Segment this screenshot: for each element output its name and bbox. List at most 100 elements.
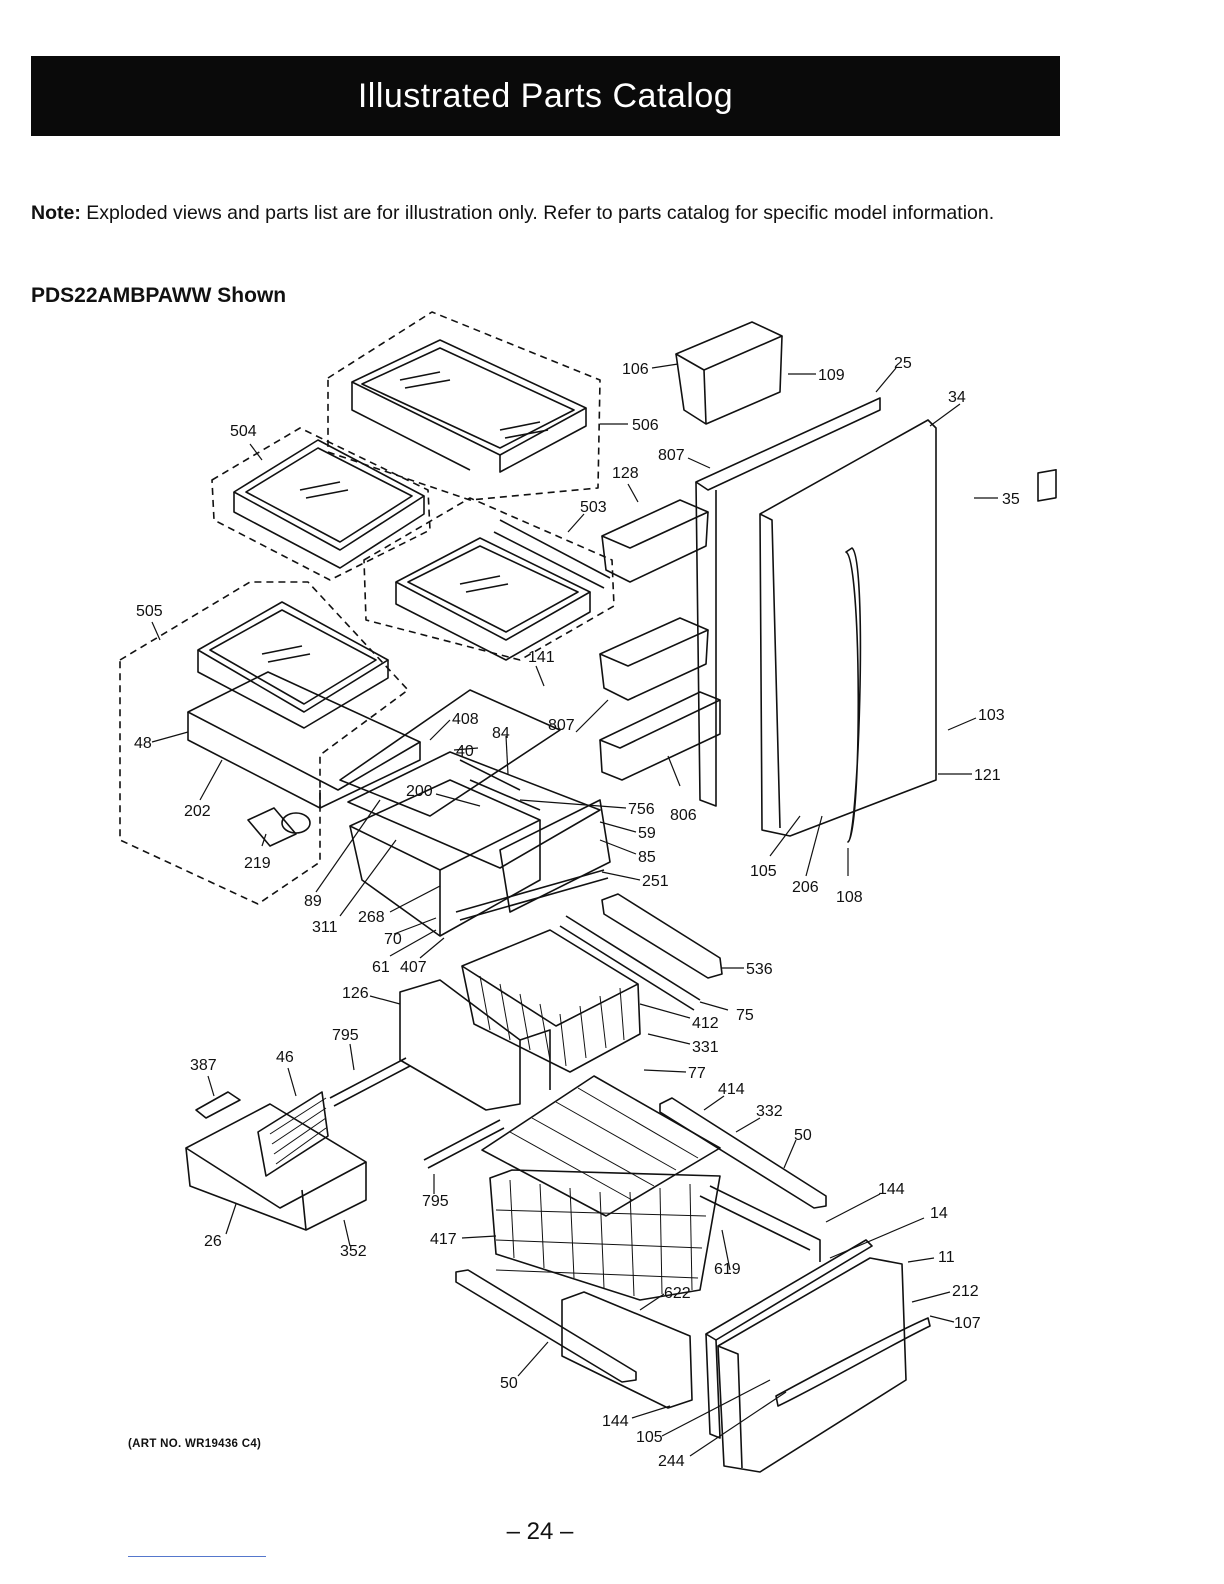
dairy-bin-106 [675, 321, 783, 425]
shelf-505 [197, 601, 389, 729]
callout-105-upper: 105 [750, 863, 777, 880]
callout-412: 412 [692, 1015, 719, 1032]
page-title-banner: Illustrated Parts Catalog [31, 56, 1060, 136]
callout-795-lower: 795 [422, 1193, 449, 1210]
note-label: Note: [31, 202, 81, 224]
basket-417 [489, 1169, 721, 1301]
callout-622: 622 [664, 1285, 691, 1302]
callout-206: 206 [792, 879, 819, 896]
callout-105-lower: 105 [636, 1429, 663, 1446]
callout-85: 85 [638, 849, 656, 866]
callout-219: 219 [244, 855, 271, 872]
callout-795-upper: 795 [332, 1027, 359, 1044]
ice-tray-46 [257, 1091, 329, 1177]
scoop-387 [195, 1091, 241, 1119]
callout-144-upper: 144 [878, 1181, 905, 1198]
callout-408: 408 [452, 711, 479, 728]
footer-rule [128, 1556, 266, 1557]
callout-50-upper: 50 [794, 1127, 812, 1144]
crisper-pans [347, 751, 611, 937]
callout-505: 505 [136, 603, 163, 620]
callout-417: 417 [430, 1231, 457, 1248]
callout-46: 46 [276, 1049, 294, 1066]
callout-756: 756 [628, 801, 655, 818]
callout-77: 77 [688, 1065, 706, 1082]
callout-332: 332 [756, 1103, 783, 1120]
slide-frame-619 [699, 1185, 821, 1262]
basket-414 [481, 1075, 721, 1217]
freezer-gasket-14 [705, 1239, 873, 1439]
leader-lines [151, 363, 998, 1457]
callout-26: 26 [204, 1233, 222, 1250]
callout-268: 268 [358, 909, 385, 926]
rod-795-top [329, 1057, 411, 1107]
callout-70: 70 [384, 931, 402, 948]
callout-504: 504 [230, 423, 257, 440]
callout-212: 212 [952, 1283, 979, 1300]
callout-61: 61 [372, 959, 390, 976]
callout-89: 89 [304, 893, 322, 910]
callout-109: 109 [818, 367, 845, 384]
door-bin-807 [599, 617, 709, 701]
callout-251: 251 [642, 873, 669, 890]
cover-glass-408 [339, 689, 561, 817]
shelf-506 [351, 339, 587, 473]
callout-103: 103 [978, 707, 1005, 724]
callout-59: 59 [638, 825, 656, 842]
shelf-504 [233, 439, 425, 569]
callout-35: 35 [1002, 491, 1020, 508]
group-outlines [119, 311, 615, 905]
page-title: Illustrated Parts Catalog [357, 76, 734, 115]
art-number: (ART NO. WR19436 C4) [128, 1438, 262, 1450]
callout-503: 503 [580, 499, 607, 516]
callout-414: 414 [718, 1081, 745, 1098]
callout-106: 106 [622, 361, 649, 378]
callout-128: 128 [612, 465, 639, 482]
callout-536: 536 [746, 961, 773, 978]
exploded-parts-diagram: 106 109 25 34 35 504 506 807 128 503 505… [119, 311, 1057, 1473]
callout-126: 126 [342, 985, 369, 1002]
freezer-door-11 [717, 1257, 931, 1473]
rod-795-bottom [423, 1119, 505, 1169]
bracket-219 [247, 807, 311, 847]
callout-141: 141 [528, 649, 555, 666]
callout-311: 311 [312, 919, 338, 936]
callout-387: 387 [190, 1057, 217, 1074]
callout-50-lower: 50 [500, 1375, 518, 1392]
callout-84: 84 [492, 725, 510, 742]
callout-331: 331 [692, 1039, 719, 1056]
note-text: Exploded views and parts list are for il… [80, 202, 995, 224]
callout-107: 107 [954, 1315, 981, 1332]
slide-rail-50-top [659, 1097, 827, 1209]
frame-126 [399, 979, 551, 1111]
shelf-503 [395, 519, 611, 661]
callout-40: 40 [456, 743, 474, 760]
rail-251 [455, 869, 609, 921]
fresh-food-door-34 [759, 419, 1057, 843]
rail-75 [559, 915, 701, 1011]
door-bin-806 [599, 691, 721, 781]
callout-200: 200 [406, 783, 433, 800]
callout-244: 244 [658, 1453, 685, 1470]
slide-rail-50-bottom [455, 1269, 637, 1383]
basket-412 [461, 929, 641, 1073]
callout-144-lower: 144 [602, 1413, 629, 1430]
pan-48 [187, 671, 421, 809]
door-gasket-25 [695, 397, 881, 807]
page-number: – 24 – [506, 1518, 574, 1545]
callout-108: 108 [836, 889, 863, 906]
callout-48: 48 [134, 735, 152, 752]
callout-14: 14 [930, 1205, 948, 1222]
callout-807-upper: 807 [658, 447, 685, 464]
callout-11: 11 [938, 1249, 955, 1266]
ice-bin-26 [185, 1103, 367, 1231]
callout-75: 75 [736, 1007, 754, 1024]
note-paragraph: Note: Exploded views and parts list are … [31, 200, 1031, 226]
callout-352: 352 [340, 1243, 367, 1260]
door-bin-128 [601, 499, 709, 583]
callout-202: 202 [184, 803, 211, 820]
callout-25: 25 [894, 355, 912, 372]
frame-622 [561, 1291, 693, 1409]
callout-506: 506 [632, 417, 659, 434]
callout-labels: 106 109 25 34 35 504 506 807 128 503 505… [134, 355, 1020, 1470]
